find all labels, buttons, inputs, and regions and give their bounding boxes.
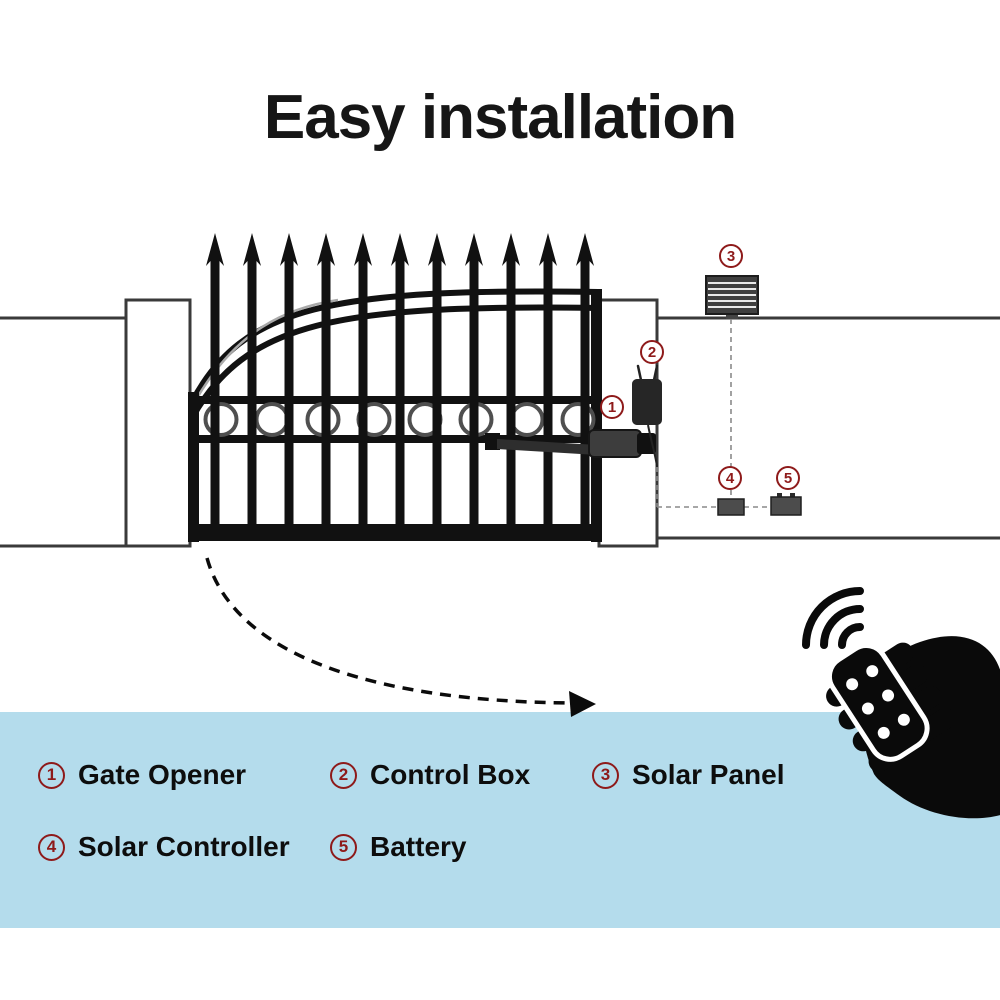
legend-item-gate-opener: 1 Gate Opener [38, 758, 330, 792]
legend-number-badge: 3 [592, 761, 619, 789]
wiring [656, 319, 771, 508]
gate-rings [203, 402, 596, 437]
legend-item-solar-panel: 3 Solar Panel [592, 758, 1000, 792]
control-box-cable [647, 424, 658, 468]
legend-number-badge: 2 [330, 761, 357, 789]
legend-number-badge: 5 [330, 833, 357, 861]
svg-text:3: 3 [727, 248, 735, 265]
solar-panel [705, 275, 759, 319]
control-box [632, 364, 662, 468]
gate [188, 233, 602, 542]
page-title: Easy installation [263, 83, 737, 152]
marker-control-box: 2 [640, 340, 664, 364]
legend-item-solar-controller: 4 Solar Controller [38, 830, 330, 864]
gate-pickets [206, 233, 594, 541]
legend-item-label: Battery [370, 831, 467, 862]
solar-controller [717, 498, 745, 516]
svg-text:2: 2 [648, 344, 656, 361]
solar-panel-grille [708, 282, 756, 308]
legend-item-label: Solar Panel [632, 759, 785, 790]
legend-band: 1 Gate Opener 2 Control Box 3 Solar Pane… [0, 712, 1000, 928]
legend-item-label: Gate Opener [78, 759, 247, 790]
svg-text:4: 4 [726, 470, 735, 487]
gate-scroll-accent [195, 298, 339, 399]
legend-item-label: Solar Controller [78, 831, 290, 862]
swing-arrow [205, 557, 596, 717]
right-wall [597, 298, 1000, 548]
legend-number-badge: 4 [38, 833, 65, 861]
battery [770, 493, 802, 516]
svg-text:5: 5 [784, 470, 792, 487]
marker-solar-controller: 4 [718, 466, 742, 490]
legend-number-badge: 1 [38, 761, 65, 789]
wifi-signal-icon [802, 587, 864, 649]
gate-opener-actuator [485, 429, 656, 458]
svg-text:1: 1 [608, 399, 616, 416]
legend-item-battery: 5 Battery [330, 830, 592, 864]
marker-battery: 5 [776, 466, 800, 490]
legend-item-control-box: 2 Control Box [330, 758, 592, 792]
left-wall [0, 298, 192, 548]
legend: 1 Gate Opener 2 Control Box 3 Solar Pane… [0, 712, 1000, 864]
marker-gate-opener: 1 [600, 395, 624, 419]
marker-solar-panel: 3 [719, 244, 743, 268]
legend-item-label: Control Box [370, 759, 531, 790]
